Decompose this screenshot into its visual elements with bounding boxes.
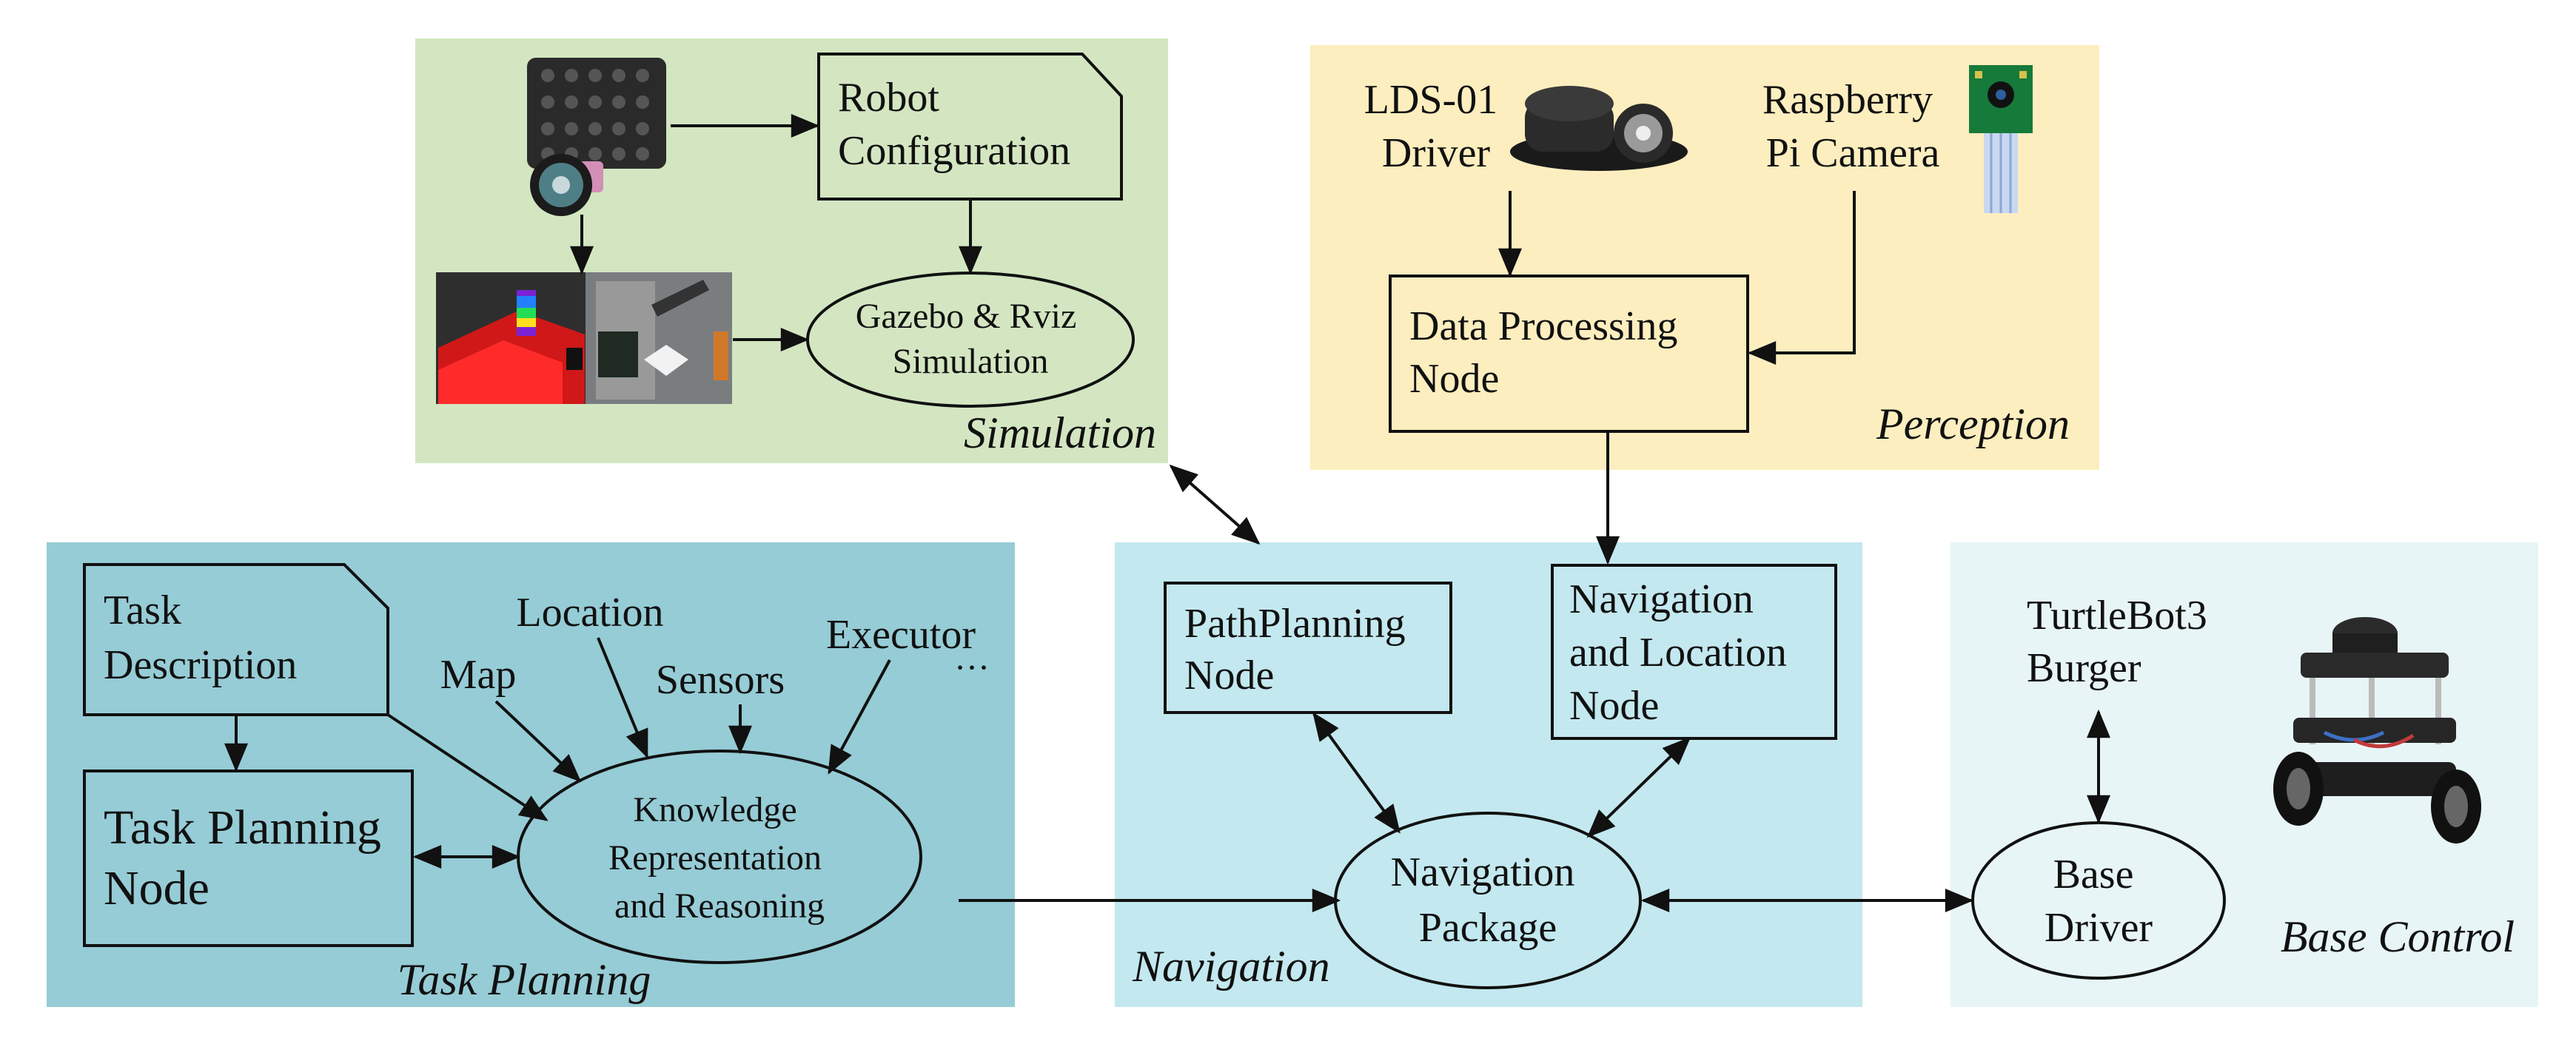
base-driver-line-1: Base: [2053, 852, 2134, 897]
knowledge-line-2: Representation: [608, 838, 822, 878]
edge-location-to-knowledge: [597, 637, 648, 758]
camera-module-icon: [1969, 65, 2033, 213]
raspberry-camera-line-1: Raspberry: [1762, 77, 1933, 123]
robot-configuration-node: [817, 53, 1123, 201]
task-description-node: [83, 563, 389, 716]
path-planning-line-1: PathPlanning: [1184, 601, 1406, 647]
data-processing-label: Data Processing Node: [1409, 303, 1688, 402]
ellipsis-label: ···: [954, 648, 990, 687]
task-planning-node-label: Task Planning Node: [104, 801, 393, 915]
robot-configuration-line-1: Robot: [838, 75, 939, 121]
knowledge-representation-label: Knowledge Representation and Reasoning: [608, 790, 831, 926]
base-driver-label: Base Driver: [2045, 852, 2153, 951]
navigation-package-node: [1334, 812, 1642, 989]
task-planning-region-label: Task Planning: [398, 955, 651, 1004]
turtlebot-robot-icon: [2273, 617, 2481, 843]
gazebo-rviz-line-1: Gazebo & Rviz: [856, 297, 1077, 336]
navigation-location-node: [1551, 564, 1837, 740]
nav-location-line-2: and Location: [1569, 630, 1787, 676]
edge-executor-to-knowledge: [828, 659, 891, 775]
path-planning-line-2: Node: [1184, 653, 1274, 698]
robot-configuration-label: Robot Configuration: [838, 75, 1070, 174]
robot-top-icon: [527, 58, 666, 216]
path-planning-label: PathPlanning Node: [1184, 601, 1416, 698]
task-planning-node-line-2: Node: [104, 861, 209, 915]
turtlebot-line-2: Burger: [2027, 645, 2141, 691]
sensors-label: Sensors: [656, 657, 785, 703]
path-planning-node: [1164, 582, 1452, 714]
knowledge-line-3: and Reasoning: [614, 886, 825, 926]
map-label: Map: [440, 652, 517, 698]
raspberry-camera-label: Raspberry Pi Camera: [1762, 77, 1943, 176]
task-description-line-2: Description: [104, 642, 297, 688]
base-control-region-label: Base Control: [2281, 912, 2515, 961]
edge-camera-to-data-processing: [1747, 191, 1856, 365]
navigation-region: [1115, 542, 1862, 1007]
base-driver-line-2: Driver: [2045, 905, 2153, 951]
gazebo-rviz-line-2: Simulation: [893, 342, 1049, 381]
perception-region-label: Perception: [1876, 400, 2070, 448]
edge-path-planning-navigation-package: [1312, 712, 1401, 834]
knowledge-line-1: Knowledge: [633, 790, 796, 829]
turtlebot-line-1: TurtleBot3: [2027, 593, 2207, 639]
navigation-package-line-1: Navigation: [1391, 849, 1575, 895]
navigation-location-label: Navigation and Location Node: [1569, 576, 1797, 729]
data-processing-line-2: Node: [1409, 356, 1499, 402]
raspberry-camera-line-2: Pi Camera: [1766, 130, 1940, 176]
task-planning-node-line-1: Task Planning: [104, 801, 381, 855]
navigation-package-label: Navigation Package: [1391, 849, 1586, 951]
location-label: Location: [516, 590, 663, 636]
data-processing-line-1: Data Processing: [1409, 303, 1677, 349]
nav-location-line-1: Navigation: [1569, 576, 1754, 622]
robot-configuration-line-2: Configuration: [838, 128, 1070, 174]
lds-driver-label: LDS-01 Driver: [1364, 77, 1508, 176]
lds-driver-line-1: LDS-01: [1364, 77, 1497, 123]
edge-task-description-to-knowledge: [386, 713, 549, 821]
navigation-package-line-2: Package: [1419, 905, 1557, 951]
nav-location-line-3: Node: [1569, 683, 1659, 729]
simulation-screens-image: [436, 272, 732, 404]
task-planning-node: [83, 769, 414, 947]
perception-region: [1310, 45, 2099, 470]
edge-nav-location-navigation-package: [1586, 736, 1691, 838]
simulation-region-label: Simulation: [964, 408, 1156, 457]
turtlebot-label: TurtleBot3 Burger: [2027, 593, 2218, 691]
task-planning-region: [47, 542, 1015, 1007]
task-description-line-1: Task: [104, 587, 181, 633]
executor-label: Executor: [826, 612, 976, 658]
navigation-region-label: Navigation: [1132, 942, 1330, 991]
lidar-sensor-icon: [1510, 86, 1688, 171]
edge-map-to-knowledge: [494, 700, 582, 783]
edge-simulation-navigation: [1169, 464, 1261, 545]
lds-driver-line-2: Driver: [1382, 130, 1491, 176]
task-description-label: Task Description: [104, 587, 297, 688]
gazebo-rviz-label: Gazebo & Rviz Simulation: [856, 297, 1086, 381]
